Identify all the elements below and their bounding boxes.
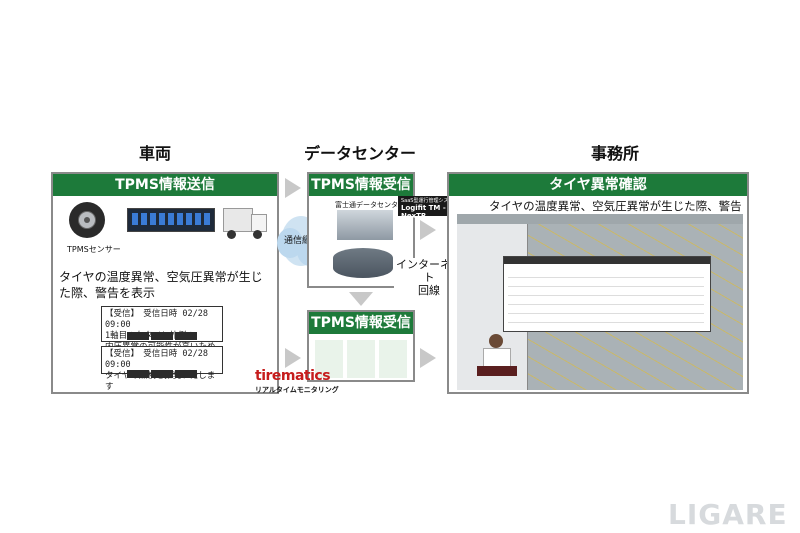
operator-figure <box>477 334 517 380</box>
down-button[interactable] <box>175 370 197 378</box>
logifit-name: Logifit TM - NexTR <box>401 204 446 220</box>
datacenter-building-icon <box>337 210 393 240</box>
arrow-vehicle-to-datacenter <box>285 178 301 198</box>
datacenter-band-top: TPMS情報受信 <box>309 174 413 196</box>
arrow-vehicle-to-tirematics <box>285 348 301 368</box>
alert-message-2-buttons <box>127 370 197 378</box>
datacenter-panel-bottom: TPMS情報受信 <box>307 310 415 382</box>
vehicle-column-title: 車両 <box>138 144 171 163</box>
monitoring-grid <box>315 340 407 378</box>
datacenter-panel-top: TPMS情報受信 富士通データセンター <box>307 172 415 288</box>
logifit-sub: SaaS型運行管理システム <box>401 198 459 204</box>
vehicle-band: TPMS情報送信 <box>53 174 277 196</box>
truck-icon <box>223 208 267 240</box>
watermark: LIGARE <box>668 498 788 531</box>
alert-message-1-buttons <box>127 332 197 340</box>
vehicle-description: タイヤの温度異常、空気圧異常が生じた際、警告を表示 <box>59 270 263 300</box>
office-map-screen <box>457 214 743 390</box>
datacenter-band-bottom: TPMS情報受信 <box>309 312 413 334</box>
tpms-display-unit <box>127 208 215 232</box>
alert-dialog <box>503 256 711 332</box>
arrow-tirematics-to-office <box>420 348 436 368</box>
confirm-button[interactable] <box>127 370 149 378</box>
office-band: タイヤ異常確認 <box>449 174 747 196</box>
office-panel: タイヤ異常確認 タイヤの温度異常、空気圧異常が生じた際、警告を表示 <box>447 172 749 394</box>
alert-message-1-line2: 1軸目の左タイヤ外側の <box>105 331 195 341</box>
internet-label-line1: インターネット <box>396 258 462 284</box>
confirm-button[interactable] <box>127 332 149 340</box>
down-button[interactable] <box>175 332 197 340</box>
tire-icon <box>69 202 105 238</box>
alert-message-2-line1: 【受信】 受信日時 02/28 09:00 <box>105 349 208 370</box>
internet-label-line2: 回線 <box>418 284 440 297</box>
alert-message-1-line1: 【受信】 受信日時 02/28 09:00 <box>105 309 208 330</box>
database-icon <box>333 248 393 278</box>
tpms-sensor-label: TPMSセンサー <box>67 245 121 254</box>
vehicle-panel: TPMS情報送信 TPMSセンサー タイヤの温度異常、空気圧異常が生じた際、警告… <box>51 172 279 394</box>
up-button[interactable] <box>151 370 173 378</box>
office-column-title: 事務所 <box>590 144 639 163</box>
datacenter-column-title: データセンター <box>303 144 416 163</box>
fujitsu-dc-label: 富士通データセンター <box>335 201 405 209</box>
tirematics-sub: リアルタイムモニタリング <box>255 386 339 394</box>
arrow-datacenter-to-office <box>420 220 436 240</box>
network-label: 通信網 <box>284 236 312 246</box>
arrow-dc-down <box>349 292 373 306</box>
tirematics-logo: tirematics <box>255 368 331 384</box>
up-button[interactable] <box>151 332 173 340</box>
